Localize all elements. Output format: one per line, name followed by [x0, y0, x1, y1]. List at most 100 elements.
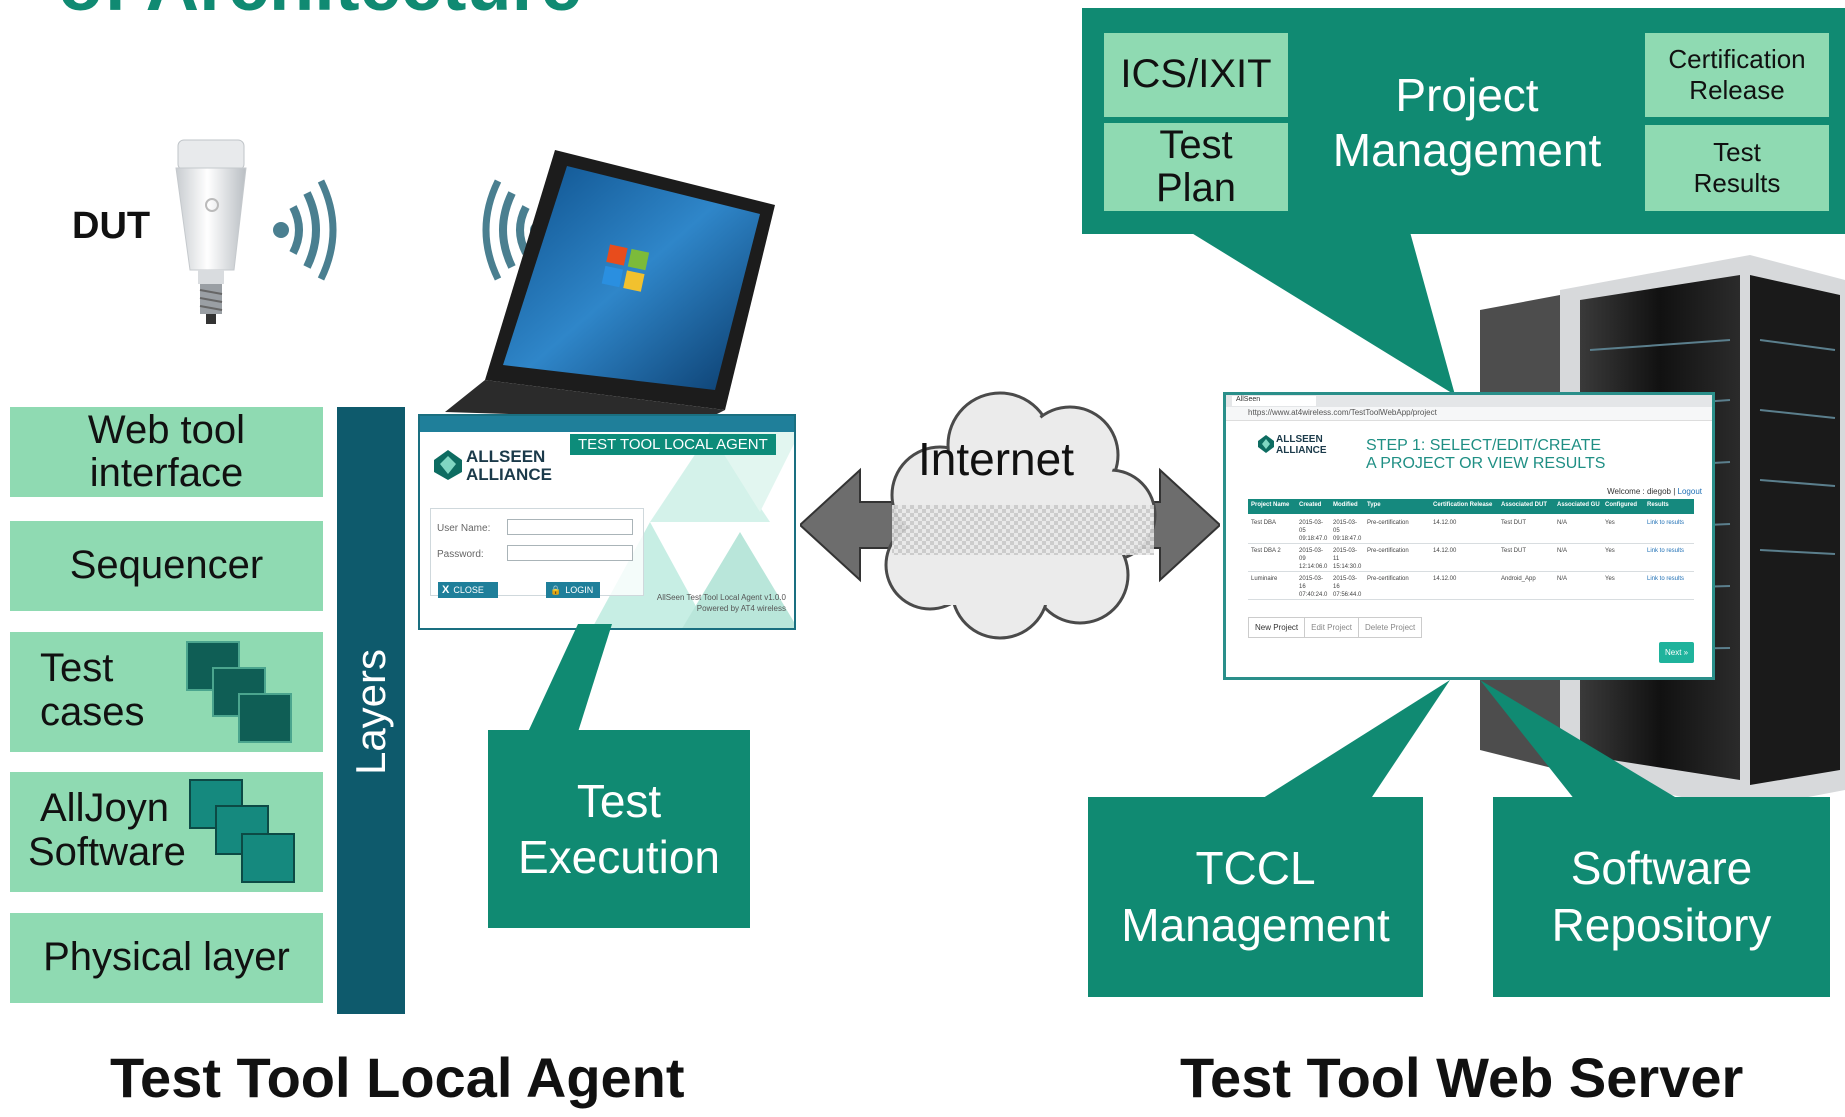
web-brand: ALLSEEN ALLIANCE — [1276, 434, 1327, 456]
table-cell: Pre-certification — [1367, 520, 1409, 526]
lock-icon: 🔒 — [550, 584, 562, 595]
internet-label: Internet — [918, 433, 1074, 485]
light-bulb-icon — [175, 139, 247, 324]
close-icon: X — [442, 584, 450, 596]
table-header-cell: Modified — [1333, 502, 1358, 508]
table-header-cell: Associated DUT — [1501, 502, 1548, 508]
table-header-cell: Project Name — [1251, 502, 1290, 508]
table-cell: N/A — [1557, 548, 1568, 554]
local-agent-title: Test Tool Local Agent — [110, 1046, 685, 1109]
new-project-button[interactable]: New Project — [1248, 617, 1306, 638]
certification-release-box: Certification Release — [1645, 33, 1829, 117]
step-heading: STEP 1: SELECT/EDIT/CREATE A PROJECT OR … — [1366, 437, 1606, 472]
password-input[interactable] — [507, 545, 633, 561]
table-cell: Test DBA — [1251, 520, 1277, 526]
table-cell: Pre-certification — [1367, 576, 1409, 582]
edit-project-button[interactable]: Edit Project — [1305, 617, 1360, 638]
table-cell: Luminaire — [1251, 576, 1278, 582]
table-header-cell: Results — [1647, 502, 1669, 508]
dut-label: DUT — [72, 205, 151, 247]
table-cell: 14.12.00 — [1433, 576, 1457, 582]
table-header-cell: Created — [1299, 502, 1322, 508]
projects-table: Project Name Created Modified Type Certifica… — [1248, 499, 1694, 600]
table-cell: 2015-03-16 07:40:24.0 — [1299, 576, 1328, 599]
table-cell: 14.12.00 — [1433, 548, 1457, 554]
agent-footer: AllSeen Test Tool Local Agent v1.0.0 Pow… — [656, 593, 786, 614]
table-cell: Android_App — [1501, 576, 1536, 582]
table-cell: 2015-03-05 09:18:47.0 — [1333, 520, 1362, 543]
table-row-divider — [1248, 599, 1694, 600]
web-server-title: Test Tool Web Server — [1180, 1046, 1744, 1109]
table-cell: 2015-03-05 09:18:47.0 — [1299, 520, 1328, 543]
table-cell: Test DUT — [1501, 520, 1527, 526]
layer-sequencer: Sequencer — [10, 521, 323, 611]
table-cell: Pre-certification — [1367, 548, 1409, 554]
layer-physical: Physical layer — [10, 913, 323, 1003]
close-button[interactable]: X CLOSE — [438, 582, 498, 598]
table-cell: 2015-03-09 12:14:06.0 — [1299, 548, 1328, 571]
callout-pointer — [1190, 232, 1455, 395]
layer-alljoyn-software: AllJoyn Software — [10, 772, 323, 892]
table-row-divider — [1248, 571, 1694, 572]
table-cell: Test DUT — [1501, 548, 1527, 554]
agent-brand: ALLSEEN ALLIANCE — [466, 447, 552, 484]
address-bar[interactable]: https://www.at4wireless.com/TestToolWebA… — [1226, 407, 1712, 421]
software-repository-callout: Software Repository — [1493, 797, 1830, 997]
login-panel: User Name: Password: — [430, 508, 644, 596]
table-cell: Test DBA 2 — [1251, 548, 1281, 554]
results-link[interactable]: Link to results — [1647, 576, 1685, 582]
browser-tab[interactable]: AllSeen — [1232, 396, 1316, 406]
test-plan-box: Test Plan — [1104, 123, 1288, 211]
layer-web-tool-interface: Web tool interface — [10, 407, 323, 497]
layers-bar-label: Layers — [347, 648, 394, 776]
agent-banner: TEST TOOL LOCAL AGENT — [570, 434, 776, 455]
table-header-cell: Certification Release — [1433, 502, 1493, 508]
table-cell: 2015-03-16 07:56:44.0 — [1333, 576, 1362, 599]
ics-ixit-box: ICS/IXIT — [1104, 33, 1288, 117]
table-header-cell: Associated GU — [1557, 502, 1600, 508]
table-cell: Yes — [1605, 548, 1615, 554]
callout-pointer — [1260, 680, 1450, 800]
table-cell: Yes — [1605, 576, 1615, 582]
test-results-box: Test Results — [1645, 125, 1829, 211]
project-management-title: Project Management — [1332, 68, 1602, 176]
table-header — [1248, 499, 1694, 514]
results-link[interactable]: Link to results — [1647, 520, 1685, 526]
callout-pointer — [528, 624, 612, 732]
table-header-cell: Configured — [1605, 502, 1637, 508]
welcome-text: Welcome : diegob | Logout — [1607, 487, 1702, 496]
results-link[interactable]: Link to results — [1647, 548, 1685, 554]
test-execution-callout: Test Execution — [488, 730, 750, 928]
username-label: User Name: — [437, 523, 491, 534]
login-button[interactable]: 🔒 LOGIN — [546, 582, 600, 598]
page-title: of Architecture — [58, 0, 582, 27]
layer-test-cases: Test cases — [10, 632, 323, 752]
project-management-callout: ICS/IXIT Test Plan Project Management Ce… — [1082, 8, 1845, 234]
stacked-squares-icon — [189, 779, 295, 883]
table-cell: N/A — [1557, 576, 1568, 582]
allseen-logo-icon — [1258, 435, 1274, 453]
tccl-management-callout: TCCL Management — [1088, 797, 1423, 997]
laptop-icon — [445, 150, 775, 420]
password-label: Password: — [437, 549, 484, 560]
allseen-logo-icon — [434, 450, 462, 480]
table-cell: 2015-03-11 15:14:30.0 — [1333, 548, 1362, 571]
local-agent-window: TEST TOOL LOCAL AGENT ALLSEEN ALLIANCE U… — [418, 414, 796, 630]
stacked-squares-icon — [186, 641, 292, 743]
triangle-pattern-bg — [592, 432, 794, 628]
table-cell: N/A — [1557, 520, 1568, 526]
username-input[interactable] — [507, 519, 633, 535]
layers-bar: Layers — [337, 407, 405, 1014]
table-header-cell: Type — [1367, 502, 1381, 508]
table-row-divider — [1248, 543, 1694, 544]
project-actions: New Project Edit Project Delete Project — [1248, 617, 1423, 638]
table-cell: 14.12.00 — [1433, 520, 1457, 526]
web-app-window: AllSeen https://www.at4wireless.com/Test… — [1223, 392, 1715, 680]
wifi-signal-icon — [273, 179, 337, 281]
cloud-icon — [884, 391, 1157, 640]
url-text: https://www.at4wireless.com/TestToolWebA… — [1248, 408, 1437, 417]
callout-pointer — [1480, 680, 1680, 800]
logout-link[interactable]: Logout — [1677, 487, 1702, 496]
delete-project-button[interactable]: Delete Project — [1359, 617, 1423, 638]
next-button[interactable]: Next » — [1659, 642, 1695, 663]
